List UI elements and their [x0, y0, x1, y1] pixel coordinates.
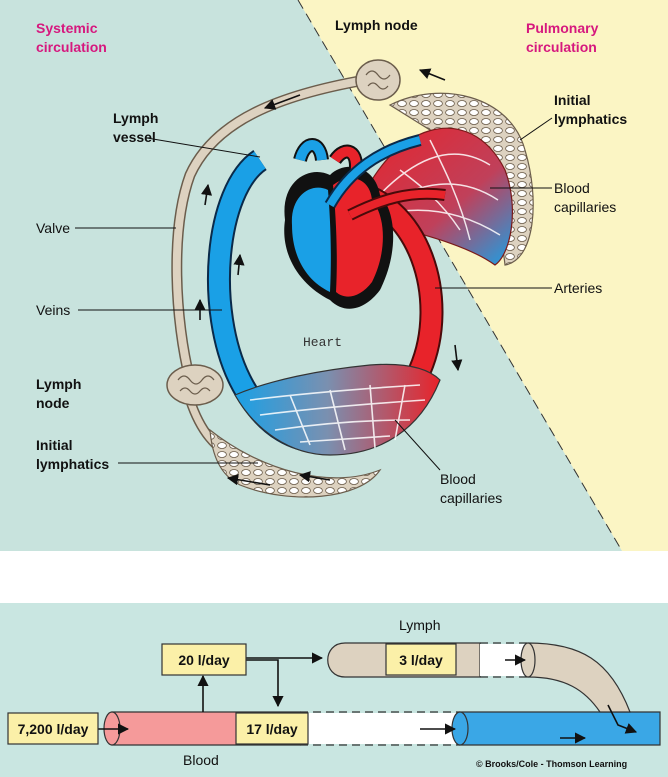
lymph-tube-curve [527, 642, 631, 713]
heart-right-side [291, 187, 331, 292]
lymph-flow-box [385, 643, 457, 676]
blood-capillaries-right-label-2: capillaries [554, 199, 616, 215]
initial-lymphatics-left-label-1: Initial [36, 437, 73, 453]
blood-tube-vein [459, 711, 661, 746]
lymph-node-top [355, 59, 401, 101]
valve-label: Valve [36, 220, 70, 236]
filtered-value: 20 l/day [178, 652, 230, 668]
filtered-box [161, 643, 247, 676]
lymph-vessel-label-1: Lymph [113, 110, 158, 126]
pulmonary-label-2: circulation [526, 39, 597, 55]
lymph-flow-label: Lymph [399, 617, 441, 633]
flow-panel-arrows [98, 652, 638, 744]
pulmonary-label-1: Pulmonary [526, 20, 599, 36]
inflow-value: 7,200 l/day [18, 721, 89, 737]
lymph-vessel-label-2: vessel [113, 129, 156, 145]
lymph-node-left-label-1: Lymph [36, 376, 81, 392]
heart-label: Heart [303, 335, 342, 350]
lymph-node-left [166, 364, 224, 406]
initial-lymphatics-left-label-2: lymphatics [36, 456, 109, 472]
credit-text: © Brooks/Cole - Thomson Learning [476, 759, 627, 769]
blood-capillaries-bottom-label-2: capillaries [440, 490, 502, 506]
reabsorbed-value: 17 l/day [246, 721, 298, 737]
lymph-node-left-label-2: node [36, 395, 70, 411]
lymph-node-top-label: Lymph node [335, 17, 418, 33]
systemic-label-1: Systemic [36, 20, 98, 36]
initial-lymphatics-left-mesh [209, 428, 382, 498]
reabsorbed-box [235, 712, 309, 745]
flow-panel [0, 603, 668, 777]
blood-capillaries-right-label-1: Blood [554, 180, 590, 196]
initial-lymphatics-right-label-1: Initial [554, 92, 591, 108]
blood-flow-label: Blood [183, 752, 219, 768]
lymph-flow-value: 3 l/day [399, 652, 443, 668]
initial-lymphatics-right-label-2: lymphatics [554, 111, 627, 127]
veins-label: Veins [36, 302, 70, 318]
arteries-label: Arteries [554, 280, 602, 296]
systemic-label-2: circulation [36, 39, 107, 55]
divider-dashed-line [297, 0, 623, 552]
pulmonary-background [298, 0, 668, 551]
inflow-box [7, 712, 99, 745]
blood-capillaries-bottom-label-1: Blood [440, 471, 476, 487]
leader-lines [75, 117, 553, 471]
